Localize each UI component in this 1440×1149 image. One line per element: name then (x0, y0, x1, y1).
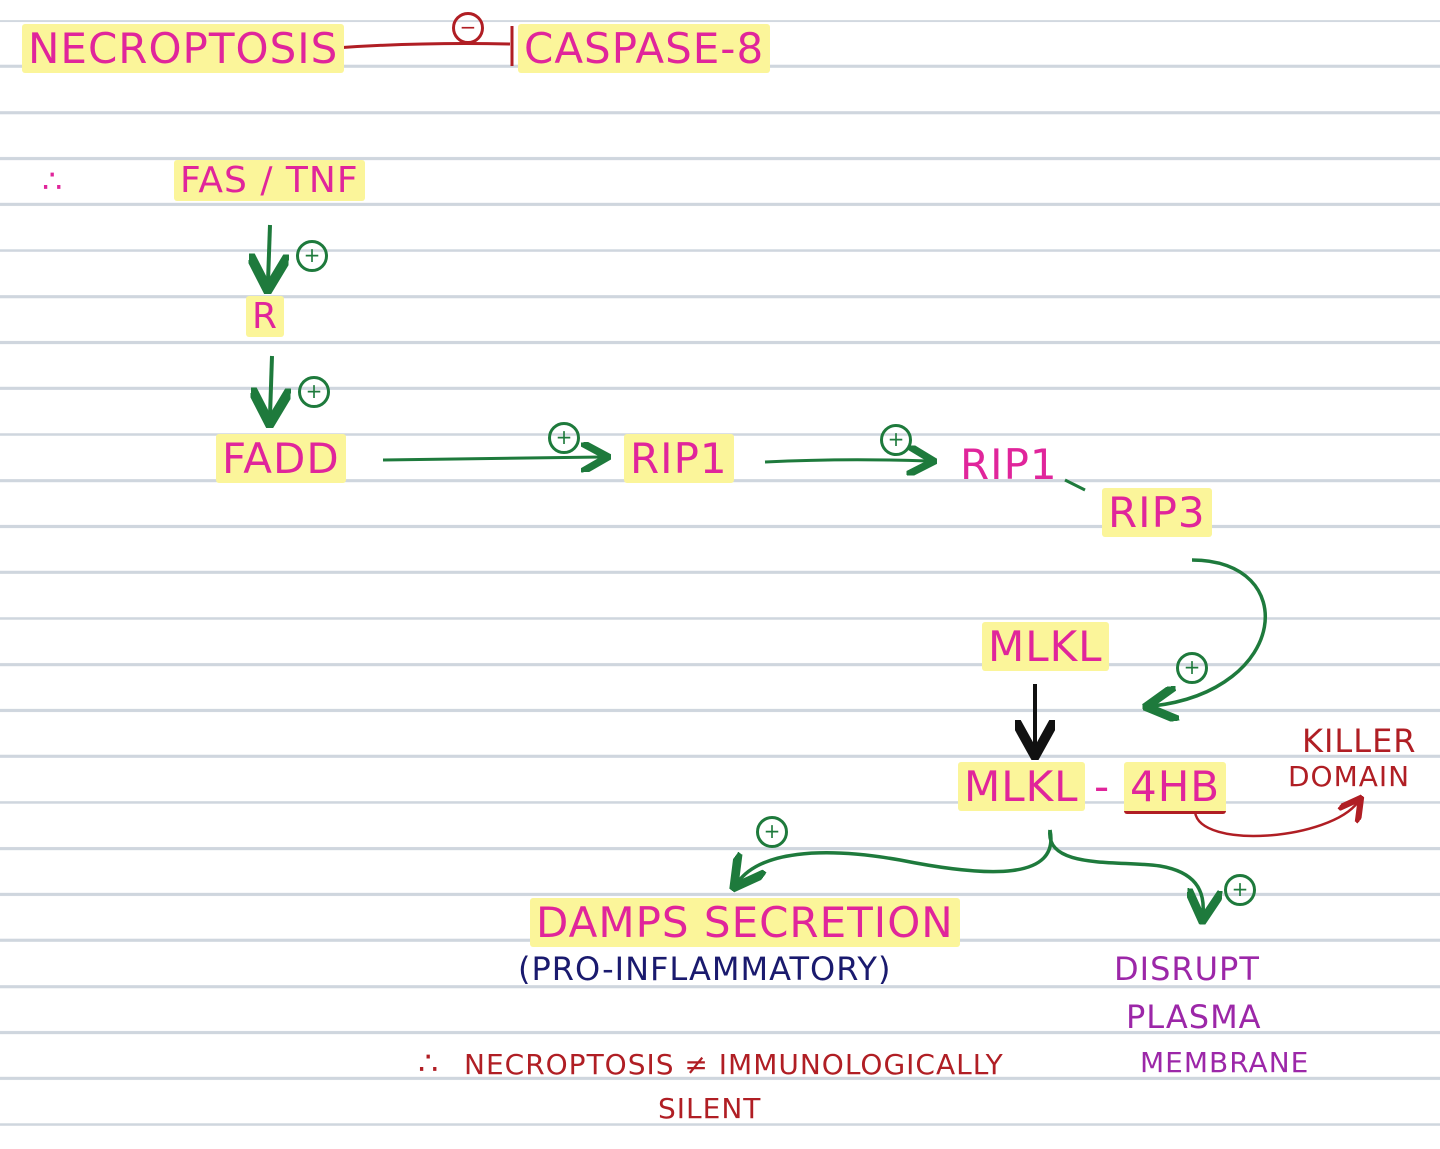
arrow-rip3-mlkl (1153, 558, 1268, 706)
damps-secretion-label: DAMPS SECRETION (530, 898, 960, 947)
therefore-symbol-top: ∴ (42, 162, 64, 200)
necroptosis-label: NECROPTOSIS (22, 24, 345, 73)
mlkl-label: MLKL (982, 622, 1109, 671)
therefore-symbol-bottom: ∴ (418, 1044, 440, 1082)
arrow-r-fadd (270, 355, 272, 416)
mlkl-4hb-4hb-part: 4HB (1124, 762, 1227, 814)
arrow-fas-r (268, 224, 270, 282)
activate-sign-7: + (1224, 874, 1256, 906)
disrupt-label: DISRUPT (1114, 950, 1260, 988)
rip1-label-second: RIP1 (960, 440, 1058, 489)
conclusion-line-2: SILENT (658, 1092, 762, 1125)
plasma-label: PLASMA (1126, 998, 1262, 1036)
rip1-label-first: RIP1 (624, 434, 734, 483)
activate-sign-4: + (880, 424, 912, 456)
rip1-rip3-link (1064, 478, 1086, 492)
fas-tnf-label: FAS / TNF (174, 160, 365, 201)
arrow-fadd-rip1 (382, 457, 602, 460)
activate-sign-6: + (756, 816, 788, 848)
domain-label: DOMAIN (1288, 760, 1411, 793)
inhibit-line (334, 42, 511, 50)
activate-sign-3: + (548, 422, 580, 454)
activate-sign-5: + (1176, 652, 1208, 684)
arrow-rip1-rip1 (764, 460, 928, 462)
conclusion-line-1: NECROPTOSIS ≠ IMMUNOLOGICALLY (464, 1048, 1004, 1081)
inhibit-sign: − (452, 12, 484, 44)
activate-sign-1: + (296, 240, 328, 272)
arrow-4hb-killer (1193, 802, 1358, 838)
pro-inflammatory-label: (PRO-INFLAMMATORY) (518, 950, 892, 988)
membrane-label: MEMBRANE (1140, 1046, 1310, 1079)
caspase8-label: CASPASE-8 (518, 24, 771, 73)
arrow-to-damps (738, 829, 1053, 882)
fadd-label: FADD (216, 434, 346, 483)
rip3-label: RIP3 (1102, 488, 1212, 537)
mlkl-4hb-dash: - (1094, 762, 1111, 811)
arrow-to-disrupt (1048, 829, 1203, 914)
receptor-label: R (246, 296, 285, 337)
killer-label: KILLER (1302, 722, 1417, 760)
mlkl-4hb-mlkl-part: MLKL (958, 762, 1085, 811)
activate-sign-2: + (298, 376, 330, 408)
